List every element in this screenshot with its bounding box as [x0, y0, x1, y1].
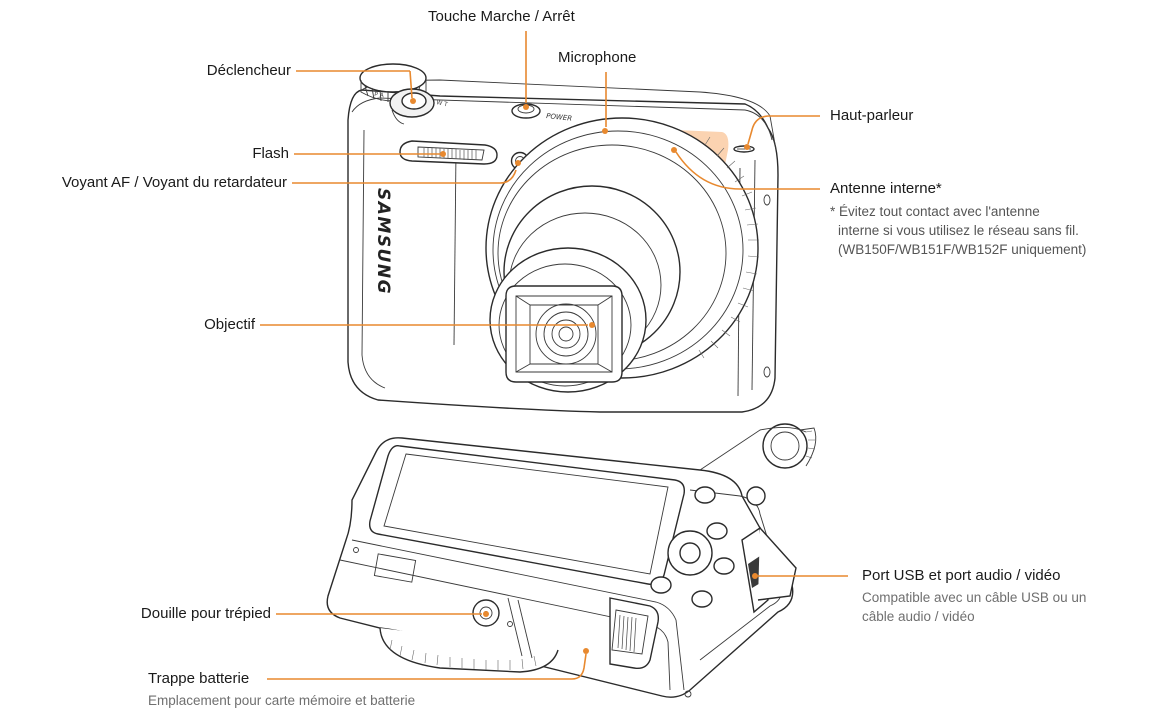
label-tripod: Douille pour trépied	[140, 605, 271, 622]
battery-door	[507, 597, 660, 670]
svg-text:W T: W T	[436, 99, 449, 108]
label-power-button: Touche Marche / Arrêt	[428, 8, 575, 25]
label-microphone: Microphone	[558, 49, 637, 66]
battery-sub: Emplacement pour carte mémoire et batter…	[148, 693, 416, 708]
label-flash: Flash	[252, 145, 289, 162]
antenna-note-line-3: (WB150F/WB151F/WB152F uniquement)	[838, 242, 1087, 257]
label-af-lamp: Voyant AF / Voyant du retardateur	[61, 174, 287, 191]
back-buttons	[650, 486, 766, 608]
label-battery: Trappe batterie	[148, 670, 250, 687]
brand-logo: SAMSUNG	[373, 188, 393, 295]
lens-assembly	[485, 117, 760, 393]
usb-port-flap	[741, 526, 797, 614]
antenna-note-line-1: * Évitez tout contact avec l'antenne	[830, 204, 1040, 219]
leader-lines	[260, 31, 848, 680]
power-marking: POWER	[546, 112, 573, 123]
antenna-note-line-2: interne si vous utilisez le réseau sans …	[838, 223, 1079, 238]
usb-port-sub-line-2: câble audio / vidéo	[862, 609, 975, 624]
label-antenna: Antenne interne*	[830, 180, 942, 197]
back-camera	[326, 423, 817, 698]
flash-window	[399, 140, 498, 165]
bottom-lens-ring	[379, 627, 559, 673]
front-camera: W T P A POWER SAMSUNG	[347, 63, 779, 413]
label-usb-port: Port USB et port audio / vidéo	[862, 567, 1061, 584]
usb-port-sub-line-1: Compatible avec un câble USB ou un	[862, 590, 1087, 605]
svg-text:P A: P A	[374, 91, 385, 99]
back-mode-dial	[762, 423, 817, 469]
label-lens: Objectif	[204, 316, 255, 333]
label-speaker: Haut-parleur	[830, 107, 914, 124]
label-shutter: Déclencheur	[206, 62, 291, 79]
speaker-grille	[733, 145, 755, 153]
lcd-screen	[368, 445, 685, 585]
